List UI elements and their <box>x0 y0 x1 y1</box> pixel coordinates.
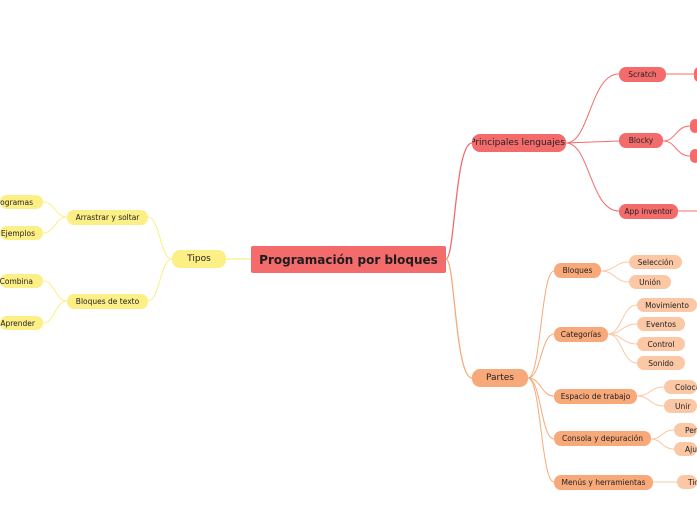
node-unir[interactable]: Unir <box>664 399 697 413</box>
node-scratch-child[interactable] <box>694 67 697 82</box>
node-seleccion[interactable]: Selección <box>629 255 682 269</box>
node-principales-lenguajes[interactable]: Principales lenguajes: <box>472 134 566 152</box>
node-app-inventor[interactable]: App inventor <box>619 204 678 219</box>
link-categorias-sonido <box>607 333 638 364</box>
node-aprender[interactable]: Aprender <box>0 316 43 330</box>
node-programas[interactable]: rogramas <box>0 195 43 209</box>
link-tipos-arrastrar <box>147 216 173 260</box>
link-bloques-union <box>600 270 630 283</box>
link-consola-aju <box>650 438 675 450</box>
link-partes-bloques <box>527 270 555 379</box>
node-scratch[interactable]: Scratch <box>619 67 666 82</box>
node-union[interactable]: Unión <box>629 275 671 289</box>
node-consola-y-depuracion[interactable]: Consola y depuración <box>554 431 651 446</box>
link-lenguajes-appinventor <box>565 142 620 212</box>
node-categorias[interactable]: Categorías <box>554 327 608 342</box>
link-partes-categorias <box>527 333 555 379</box>
node-control[interactable]: Control <box>637 337 685 351</box>
link-bloquestexto-aprender <box>42 300 68 324</box>
node-bloques[interactable]: Bloques <box>554 263 601 278</box>
link-partes-espacio <box>527 377 555 397</box>
node-tic[interactable]: Tic <box>677 475 697 489</box>
node-partes[interactable]: Partes <box>472 369 528 387</box>
link-root-lenguajes <box>445 142 473 260</box>
link-lenguajes-blocky <box>565 140 620 144</box>
node-espacio-de-trabajo[interactable]: Espacio de trabajo <box>554 389 637 404</box>
node-arrastrar-y-soltar[interactable]: Arrastrar y soltar <box>67 210 148 225</box>
link-tipos-bloquestexto <box>147 258 173 302</box>
link-blocky-child1 <box>662 125 691 142</box>
link-partes-menus <box>527 377 555 483</box>
node-bloques-de-texto[interactable]: Bloques de texto <box>67 294 148 309</box>
node-blocky-child-2[interactable] <box>690 149 697 163</box>
node-per[interactable]: Per <box>674 423 697 437</box>
link-arrastrar-ejemplos <box>42 216 68 234</box>
link-espacio-colocar <box>636 386 665 397</box>
root-node[interactable]: Programación por bloques <box>251 246 446 273</box>
node-blocky[interactable]: Blocky <box>619 133 663 148</box>
node-menus-y-herramientas[interactable]: Menús y herramientas <box>554 475 653 490</box>
link-categorias-eventos <box>607 323 638 335</box>
link-categorias-movimiento <box>607 304 638 335</box>
node-sonido[interactable]: Sonido <box>637 356 685 370</box>
node-eventos[interactable]: Eventos <box>637 317 685 331</box>
link-bloquestexto-combina <box>42 280 68 302</box>
node-blocky-child-1[interactable] <box>690 119 697 133</box>
link-arrastrar-programas <box>42 201 68 218</box>
node-movimiento[interactable]: Movimiento <box>637 298 697 312</box>
link-espacio-unir <box>636 395 665 407</box>
link-partes-consola <box>527 377 555 440</box>
link-consola-per <box>650 429 675 440</box>
link-lenguajes-scratch <box>565 73 620 144</box>
node-colocar[interactable]: Coloca <box>664 380 697 394</box>
link-bloques-seleccion <box>600 261 630 272</box>
node-tipos[interactable]: Tipos <box>172 250 226 268</box>
node-combina[interactable]: Combina <box>0 274 43 288</box>
node-aju[interactable]: Aju <box>674 442 697 456</box>
link-blocky-child2 <box>662 140 691 157</box>
node-ejemplos[interactable]: Ejemplos <box>0 226 43 240</box>
link-root-partes <box>445 258 473 379</box>
